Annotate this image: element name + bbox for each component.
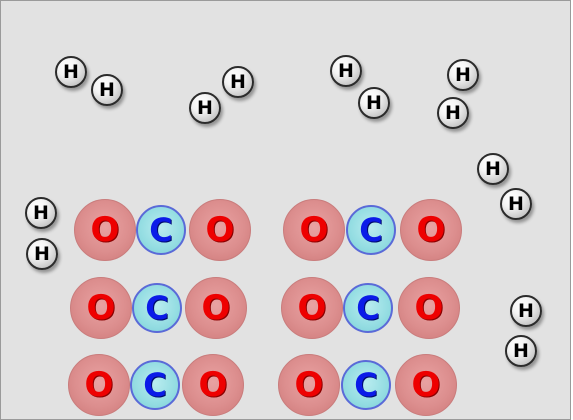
- oxygen-atom[interactable]: O: [395, 354, 457, 416]
- oxygen-atom[interactable]: O: [182, 354, 244, 416]
- oxygen-atom[interactable]: O: [281, 277, 343, 339]
- carbon-atom[interactable]: C: [136, 205, 186, 255]
- oxygen-atom[interactable]: O: [185, 277, 247, 339]
- oxygen-atom[interactable]: O: [398, 277, 460, 339]
- carbon-atom[interactable]: C: [341, 360, 391, 410]
- oxygen-atom[interactable]: O: [283, 199, 345, 261]
- carbon-atom[interactable]: C: [346, 205, 396, 255]
- hydrogen-atom[interactable]: H: [25, 197, 57, 229]
- hydrogen-atom[interactable]: H: [222, 66, 254, 98]
- hydrogen-atom[interactable]: H: [358, 87, 390, 119]
- hydrogen-atom[interactable]: H: [91, 74, 123, 106]
- oxygen-atom[interactable]: O: [189, 199, 251, 261]
- carbon-atom[interactable]: C: [343, 283, 393, 333]
- hydrogen-atom[interactable]: H: [330, 55, 362, 87]
- oxygen-atom[interactable]: O: [278, 354, 340, 416]
- carbon-atom[interactable]: C: [132, 283, 182, 333]
- oxygen-atom[interactable]: O: [74, 199, 136, 261]
- hydrogen-atom[interactable]: H: [189, 92, 221, 124]
- oxygen-atom[interactable]: O: [68, 354, 130, 416]
- hydrogen-atom[interactable]: H: [505, 335, 537, 367]
- hydrogen-atom[interactable]: H: [500, 188, 532, 220]
- hydrogen-atom[interactable]: H: [437, 97, 469, 129]
- hydrogen-atom[interactable]: H: [477, 153, 509, 185]
- oxygen-atom[interactable]: O: [70, 277, 132, 339]
- hydrogen-atom[interactable]: H: [510, 295, 542, 327]
- hydrogen-atom[interactable]: H: [447, 59, 479, 91]
- hydrogen-atom[interactable]: H: [26, 238, 58, 270]
- carbon-atom[interactable]: C: [130, 360, 180, 410]
- oxygen-atom[interactable]: O: [400, 199, 462, 261]
- hydrogen-atom[interactable]: H: [55, 56, 87, 88]
